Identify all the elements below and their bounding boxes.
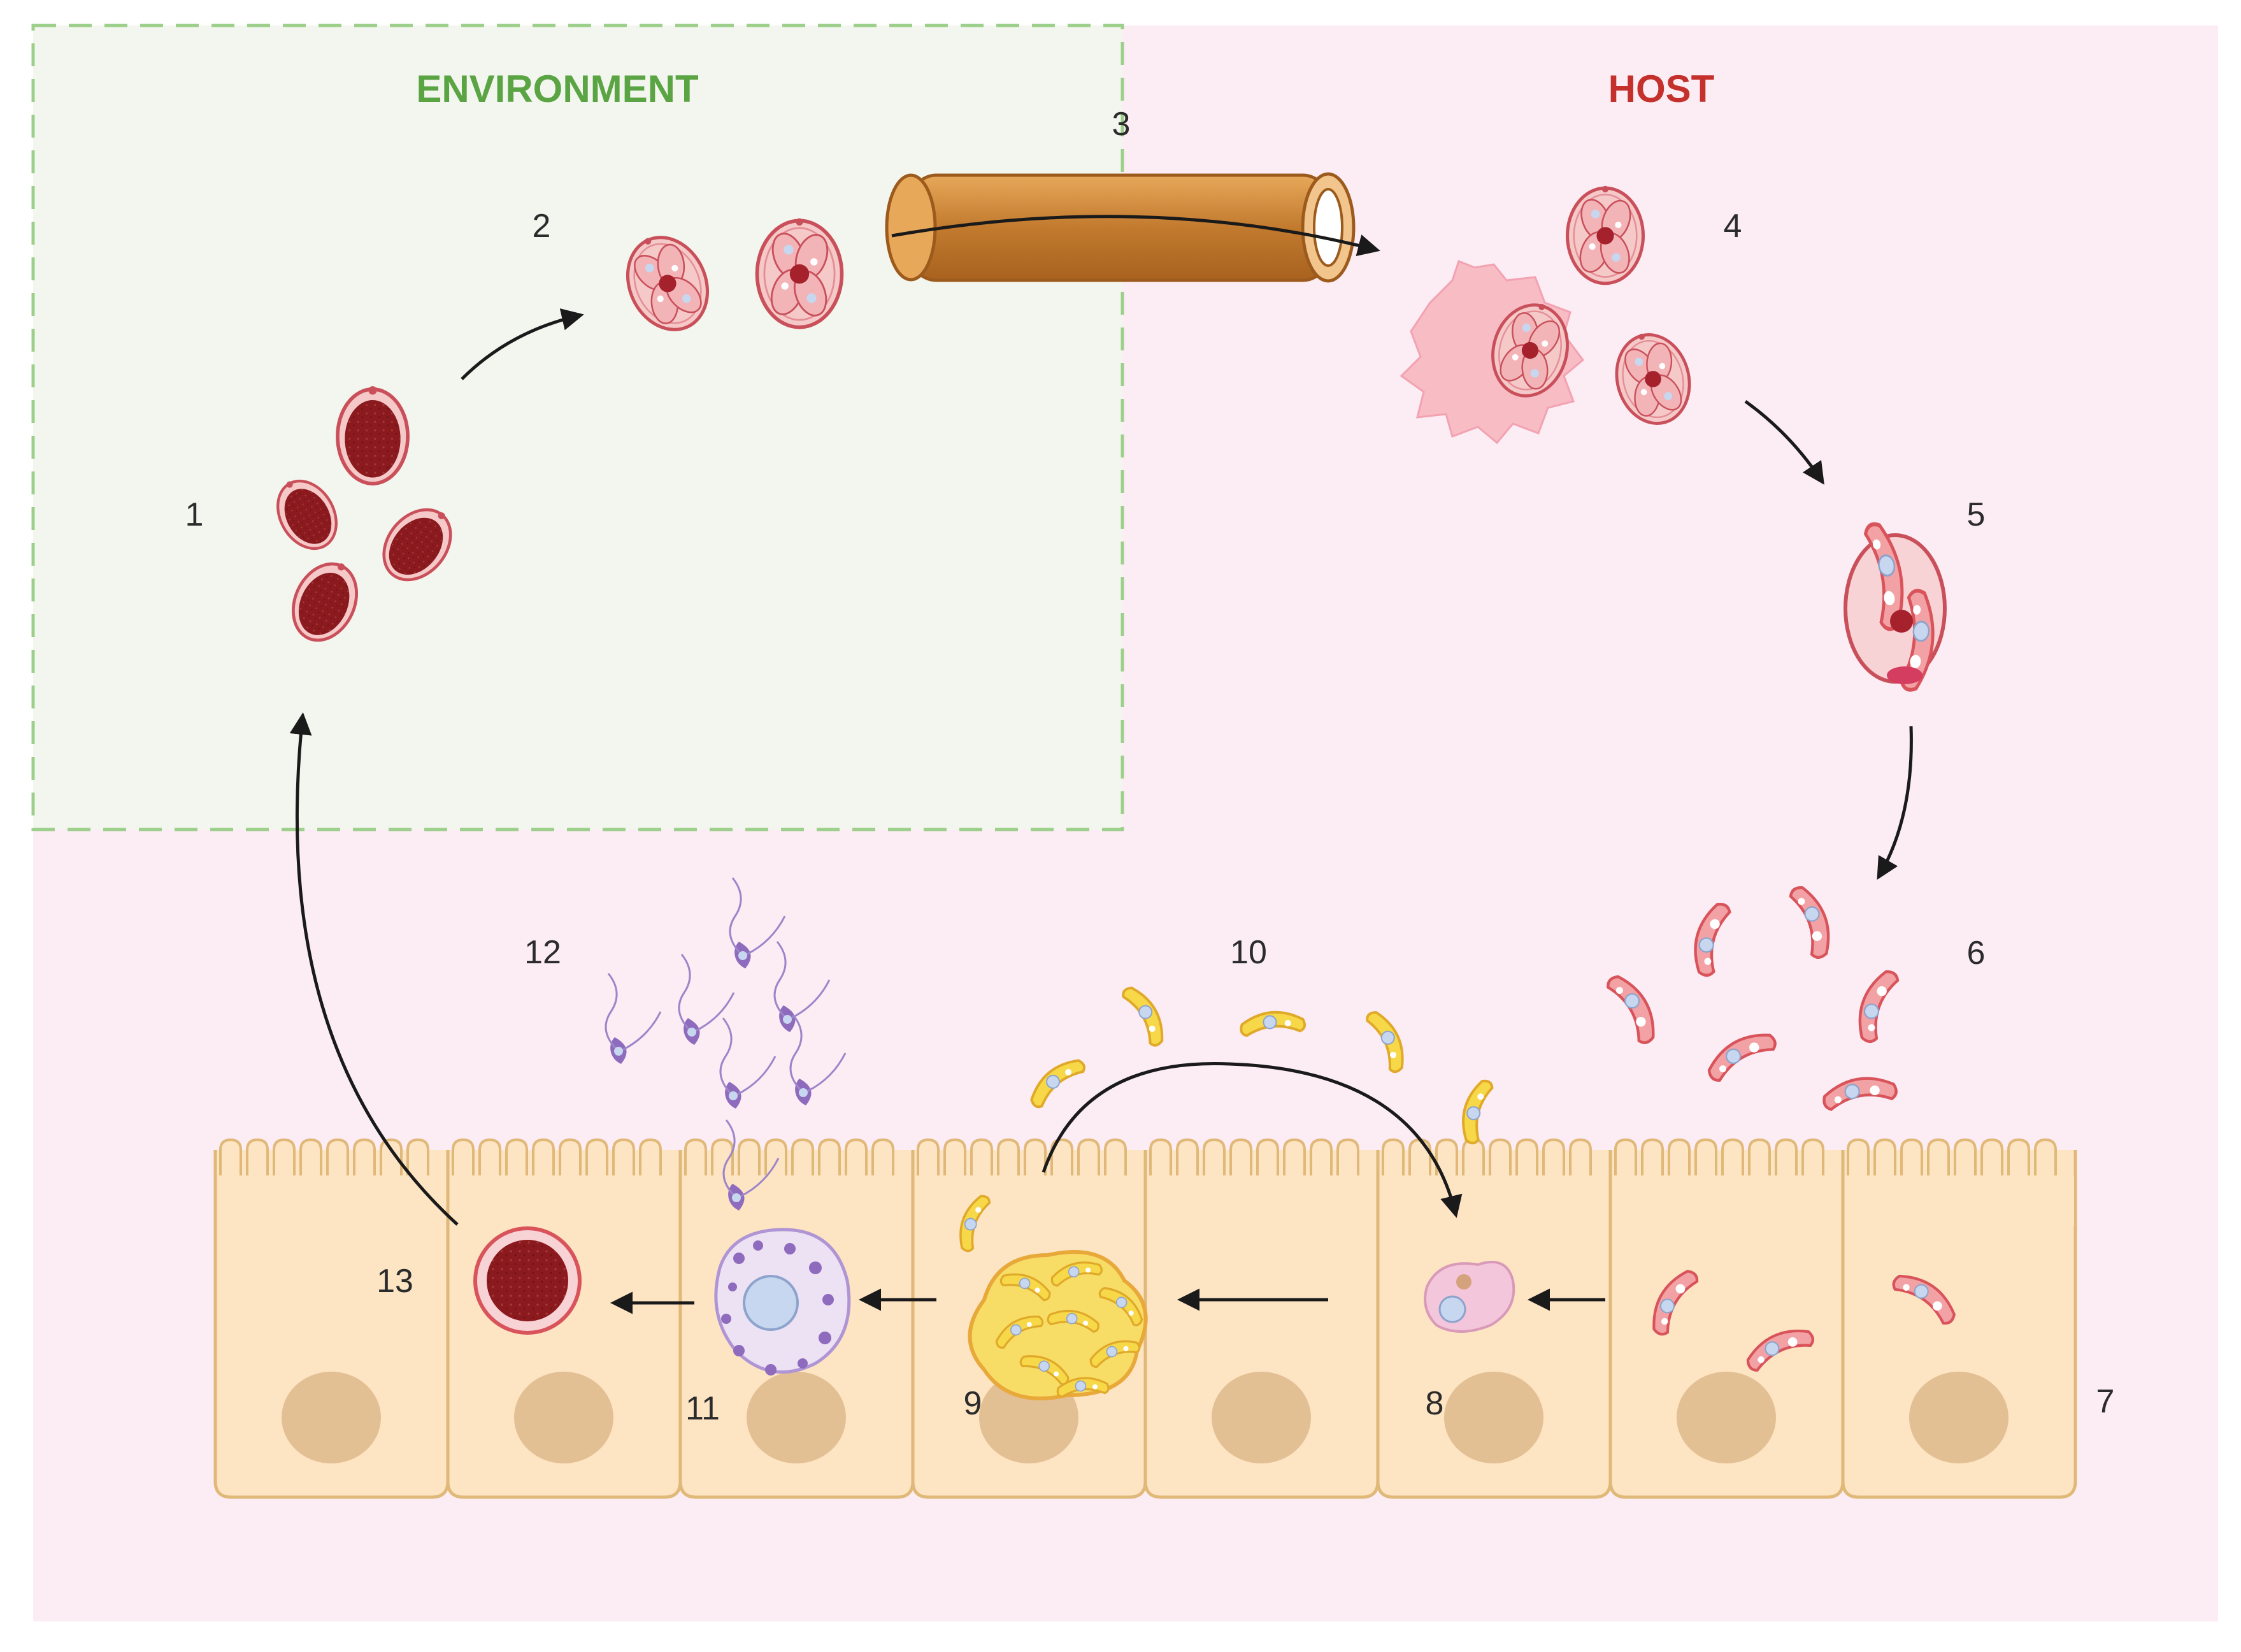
stage-label-10: 10 [1230, 934, 1267, 971]
arrow-10-reinfection [1042, 1061, 1463, 1218]
stage-label-13: 13 [376, 1263, 413, 1300]
stage-label-9: 9 [964, 1385, 982, 1422]
stage-label-3: 3 [1112, 106, 1131, 143]
arrow-5-to-6 [1877, 726, 1913, 880]
ingestion-tube [885, 172, 1356, 283]
stage-label-2: 2 [533, 208, 551, 245]
environment-title: ENVIRONMENT [416, 68, 698, 110]
environment-region [31, 24, 1124, 831]
stage-label-11: 11 [685, 1390, 720, 1427]
trophozoite [1424, 1261, 1515, 1333]
stage-label-4: 4 [1724, 208, 1742, 245]
stage-label-7: 7 [2096, 1383, 2115, 1420]
stage-label-6: 6 [1967, 935, 1986, 972]
host-title: HOST [1608, 68, 1715, 110]
intracellular-oocyst [473, 1226, 582, 1335]
cycle-arrows [289, 215, 1913, 1314]
meront [968, 1250, 1149, 1400]
stage-label-8: 8 [1426, 1385, 1444, 1422]
stage-label-5: 5 [1967, 496, 1986, 533]
stage-label-12: 12 [524, 934, 561, 971]
arrow-4-to-5 [1744, 399, 1824, 485]
macrogamont [714, 1228, 851, 1375]
excysting-oocyst [1844, 521, 1947, 691]
arrow-1-to-2 [461, 308, 584, 380]
arrow-2-to-4 [891, 215, 1380, 257]
host-oocysts [1400, 186, 1699, 445]
arrow-13-to-1 [289, 712, 459, 1226]
stage-label-1: 1 [185, 496, 204, 533]
